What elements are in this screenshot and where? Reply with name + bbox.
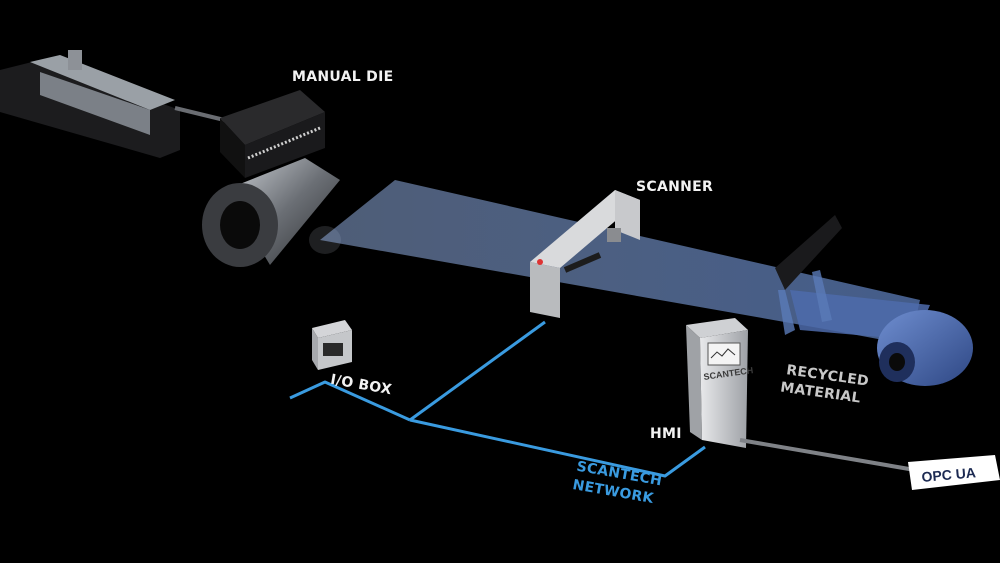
winder-roll: [877, 310, 973, 386]
scanner: [530, 190, 640, 318]
network-lines: [289, 320, 706, 478]
manual-die: [220, 90, 325, 178]
label-scanner: SCANNER: [636, 179, 714, 195]
trim-knife: [775, 215, 842, 335]
label-hmi: HMI: [650, 426, 682, 442]
io-box: [312, 320, 352, 370]
opc-ua-badge: OPC UA: [908, 455, 1000, 490]
chill-roll: [202, 158, 341, 267]
label-manual-die: MANUAL DIE: [292, 69, 394, 85]
opc-cable: [739, 438, 916, 472]
opc-ua-text: OPC UA: [921, 464, 977, 485]
extruder: [0, 50, 246, 158]
hmi-station: SCANTECH: [686, 318, 754, 448]
